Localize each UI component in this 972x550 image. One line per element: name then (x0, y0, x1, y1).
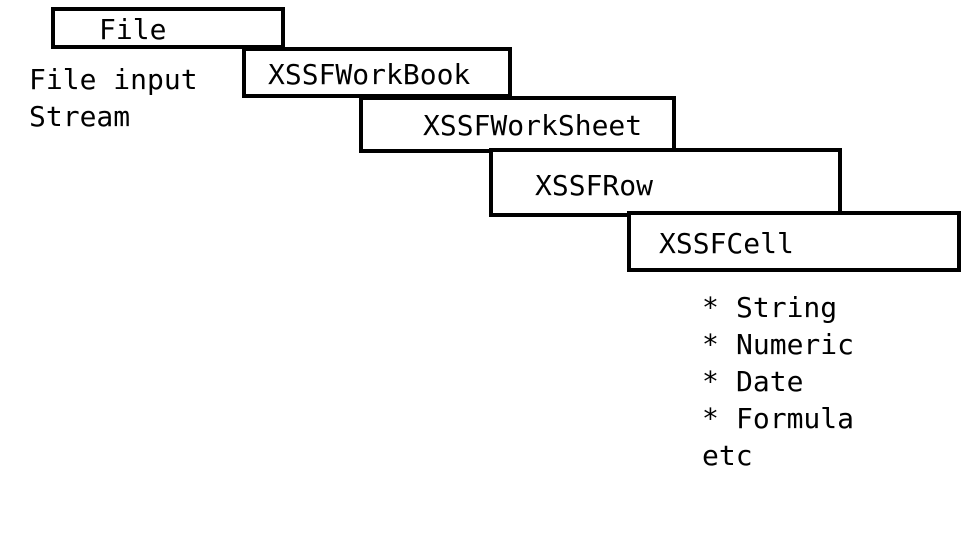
cell-type-label: Formula (736, 402, 855, 435)
cell-types-note: * String * Numeric * Date * Formula etc (702, 289, 854, 474)
cell-type-item: * Numeric (702, 326, 854, 363)
cell-types-trailer: etc (702, 439, 753, 472)
cell-type-item: * Date (702, 363, 854, 400)
cell-type-item: * String (702, 289, 854, 326)
row-box: XSSFRow (489, 148, 842, 217)
cell-type-label: Date (736, 365, 804, 398)
cell-type-item: * Formula (702, 400, 854, 437)
bullet-marker: * (702, 291, 719, 324)
worksheet-box: XSSFWorkSheet (359, 96, 676, 153)
workbook-box-label: XSSFWorkBook (268, 58, 471, 91)
row-box-label: XSSFRow (535, 169, 654, 202)
bullet-marker: * (702, 402, 719, 435)
file-input-stream-line-1: File input (29, 63, 198, 96)
file-input-stream-note: File input Stream (29, 61, 198, 135)
cell-box: XSSFCell (627, 211, 961, 272)
cell-types-list: * String * Numeric * Date * Formula etc (702, 289, 854, 474)
file-box: File (51, 7, 285, 49)
workbook-box: XSSFWorkBook (242, 47, 512, 98)
cell-type-label: String (736, 291, 838, 324)
cell-box-label: XSSFCell (659, 227, 794, 260)
file-box-label: File (99, 13, 167, 46)
worksheet-box-label: XSSFWorkSheet (423, 109, 643, 142)
bullet-marker: * (702, 328, 719, 361)
file-input-stream-line-2: Stream (29, 100, 131, 133)
bullet-marker: * (702, 365, 719, 398)
cell-type-label: Numeric (736, 328, 855, 361)
